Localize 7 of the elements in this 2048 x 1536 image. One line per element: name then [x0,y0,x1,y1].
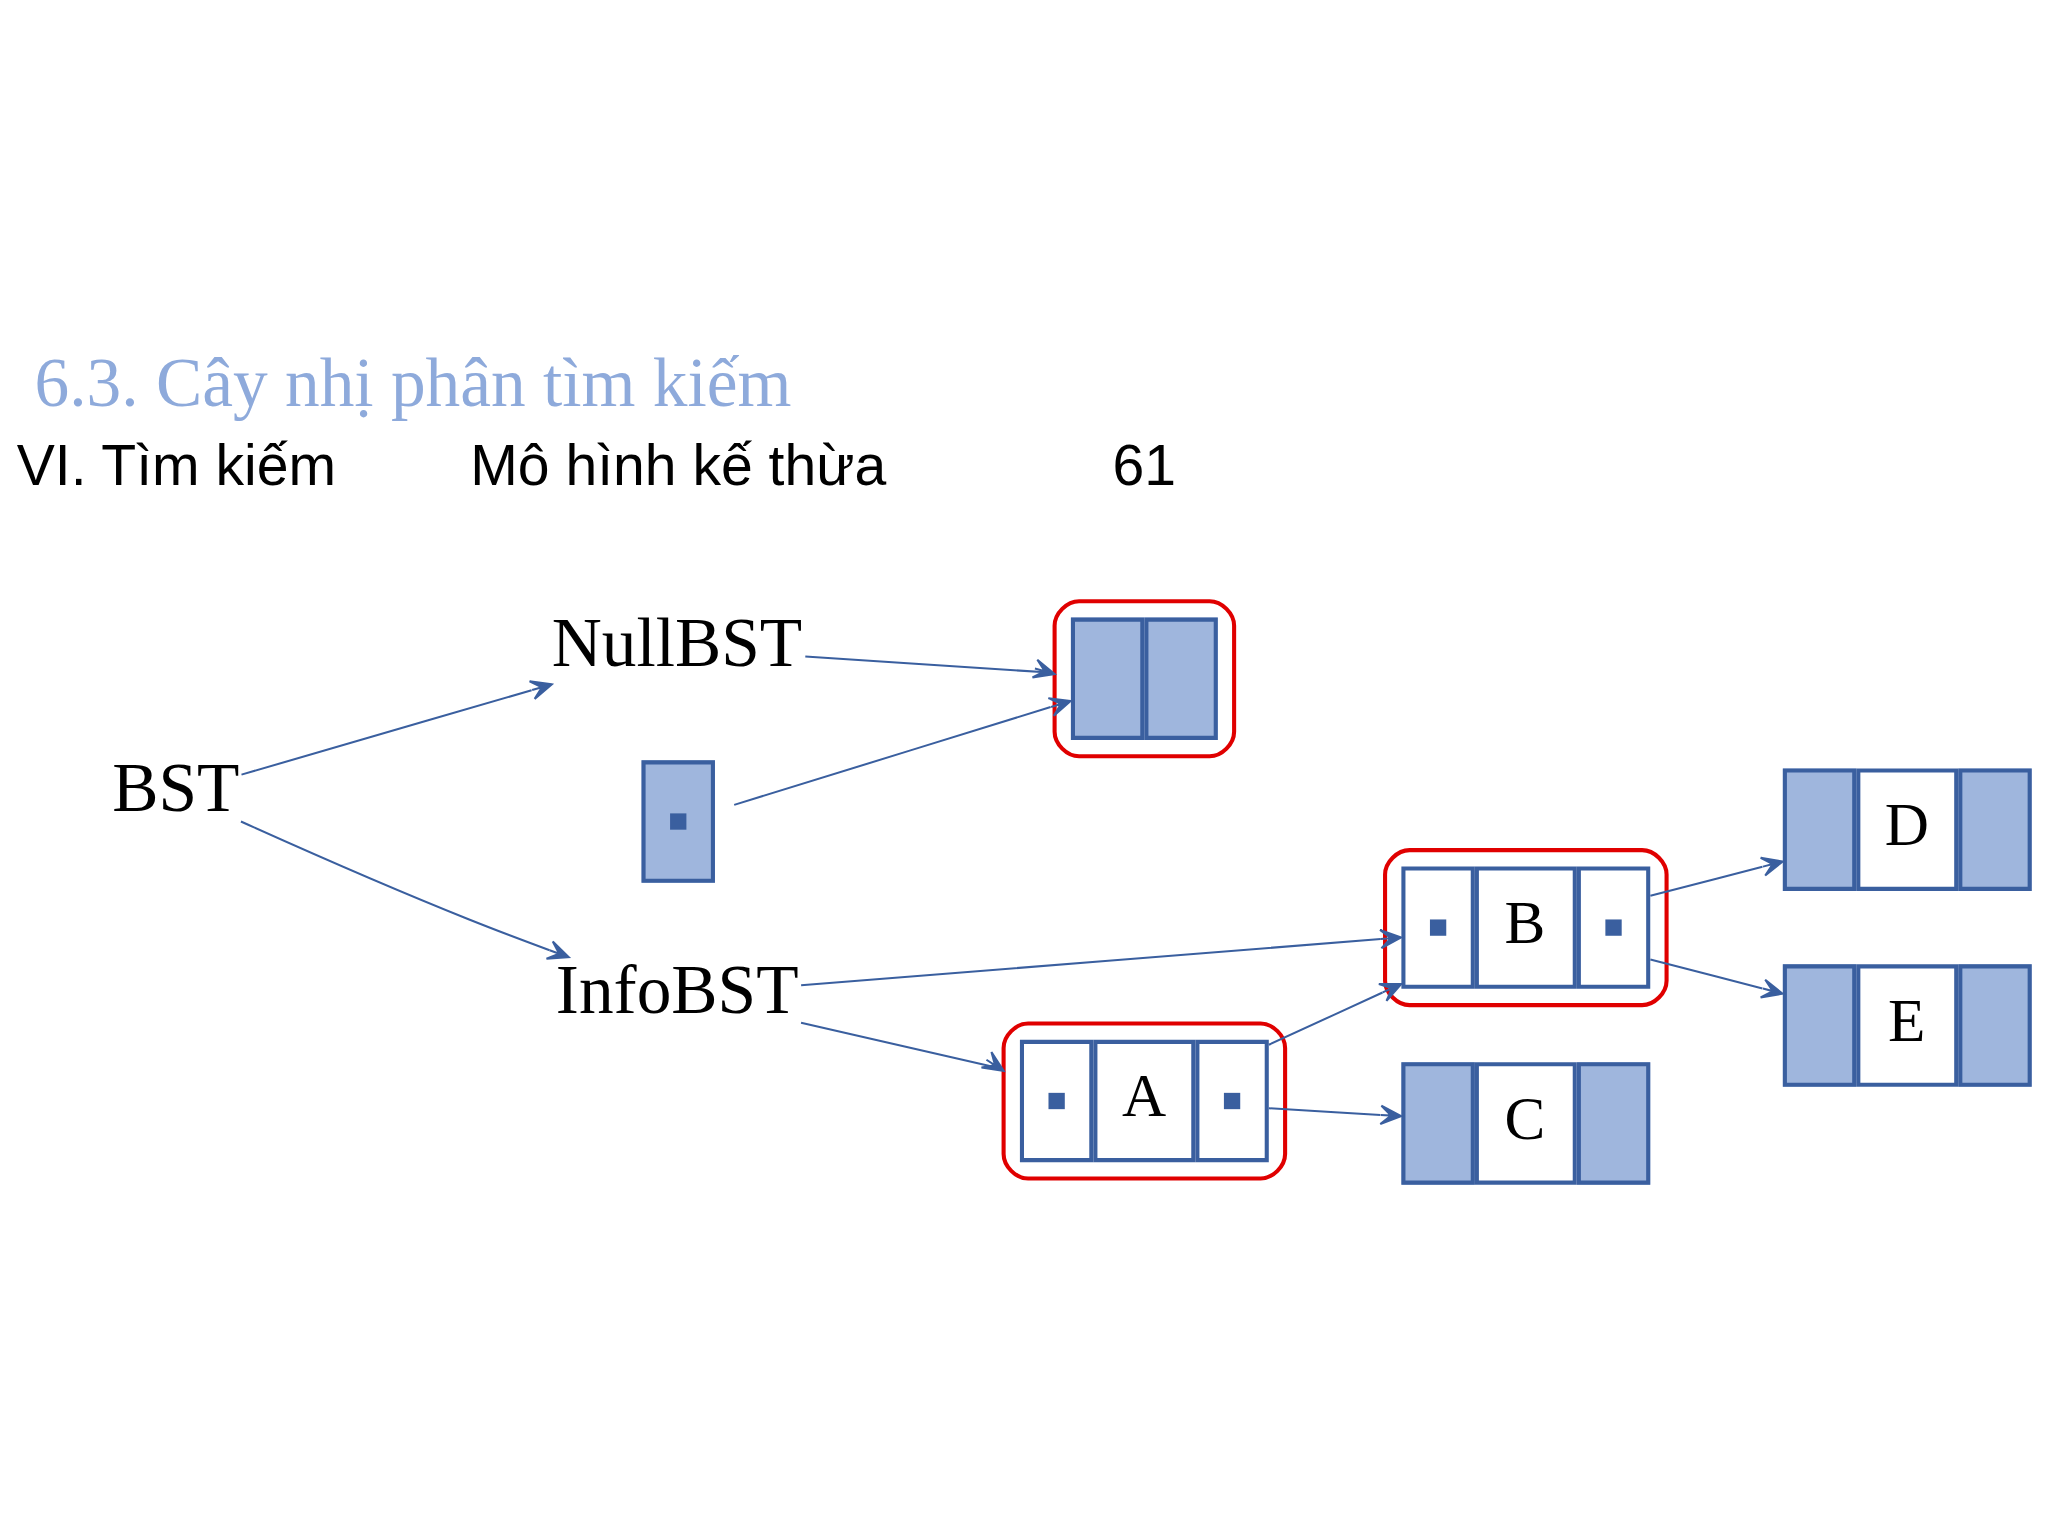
label: Mô hình kế thừa [470,432,887,497]
node-text: InfoBST [555,950,799,1028]
label: 61 [1112,432,1177,497]
label: VI. Tìm kiếm [16,432,337,497]
node-text: BST [112,748,240,826]
diagram-title: 6.3. Cây nhị phân tìm kiếm [34,343,792,421]
node-text: NullBST [551,603,803,681]
